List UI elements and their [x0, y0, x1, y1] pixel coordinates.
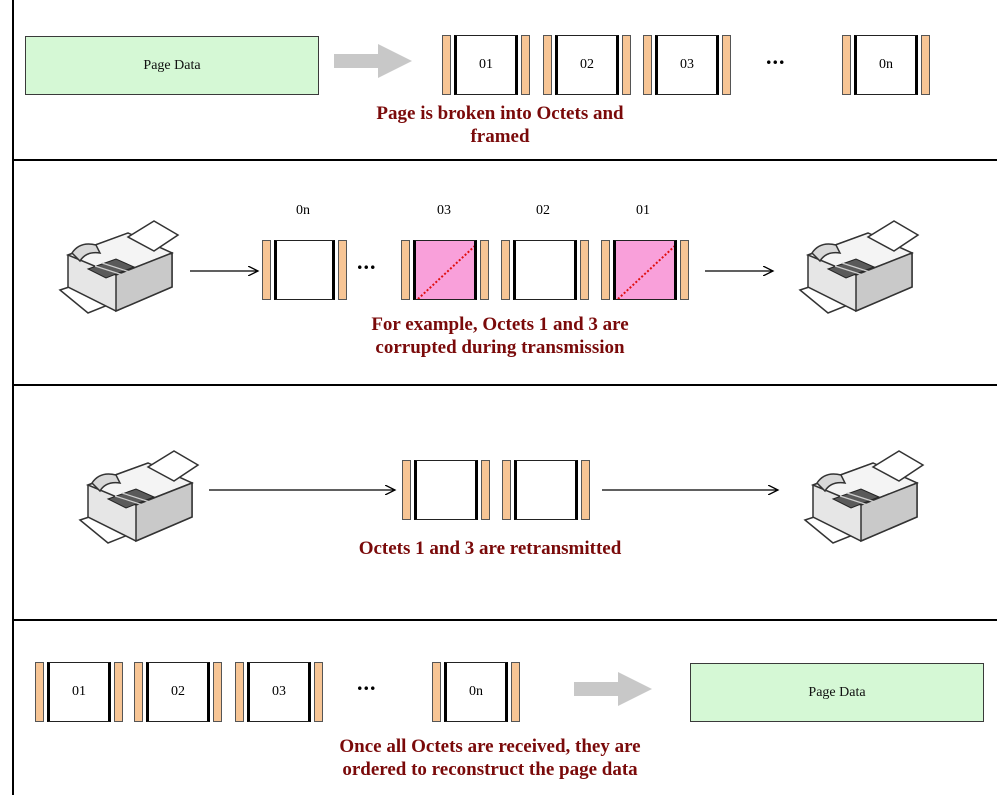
- octet-frame-03-corrupted: [401, 240, 489, 300]
- octet-frame-0n: 0n: [432, 662, 520, 722]
- corruption-slash: [417, 245, 474, 299]
- fax-machine-icon: [59, 220, 179, 314]
- arrow-icon: [602, 480, 790, 500]
- octet-top-label: 03: [437, 203, 451, 218]
- octet-frame-01: 01: [442, 35, 530, 95]
- octet-frame-02: [501, 240, 589, 300]
- octet-frame-03: 03: [643, 35, 731, 95]
- fax-machine-icon: [804, 450, 924, 544]
- octet-frame-0n: [262, 240, 347, 300]
- gray-arrow-icon: [334, 44, 412, 78]
- panel-transmission-errors: [12, 159, 997, 385]
- octet-label: 01: [454, 35, 518, 95]
- panel-reassembly: [12, 619, 997, 795]
- corruption-slash: [617, 245, 674, 299]
- caption-retransmission: Octets 1 and 3 are retransmitted: [358, 538, 622, 559]
- octet-frame-01: 01: [35, 662, 123, 722]
- octet-frame-03: [402, 460, 490, 520]
- arrow-icon: [705, 261, 783, 281]
- arrow-icon: [190, 261, 268, 281]
- octet-label: 02: [555, 35, 619, 95]
- page-data-box-reconstructed: Page Data: [690, 663, 984, 722]
- ellipsis: ...: [766, 44, 786, 69]
- arrow-icon: [209, 480, 407, 500]
- octet-frame-02: 02: [543, 35, 631, 95]
- octet-label: 0n: [854, 35, 918, 95]
- octet-top-label: 02: [536, 203, 550, 218]
- panel-fragmentation: [12, 0, 997, 160]
- ellipsis: ...: [357, 249, 377, 274]
- octet-frame-0n: 0n: [842, 35, 930, 95]
- octet-frame-01: [502, 460, 590, 520]
- page-data-box-source: Page Data: [25, 36, 319, 95]
- octet-label: 0n: [444, 662, 508, 722]
- octet-frame-01-corrupted: [601, 240, 689, 300]
- octet-frame-03: 03: [235, 662, 323, 722]
- gray-arrow-icon: [574, 672, 652, 706]
- fax-machine-icon: [79, 450, 199, 544]
- octet-frame-02: 02: [134, 662, 222, 722]
- octet-top-label: 0n: [296, 203, 310, 218]
- fax-machine-icon: [799, 220, 919, 314]
- octet-label: 03: [655, 35, 719, 95]
- panel-retransmission: [12, 384, 997, 620]
- octet-label: 03: [247, 662, 311, 722]
- octet-top-label: 01: [636, 203, 650, 218]
- octet-label: 02: [146, 662, 210, 722]
- octet-label: 01: [47, 662, 111, 722]
- ellipsis: ...: [357, 670, 377, 695]
